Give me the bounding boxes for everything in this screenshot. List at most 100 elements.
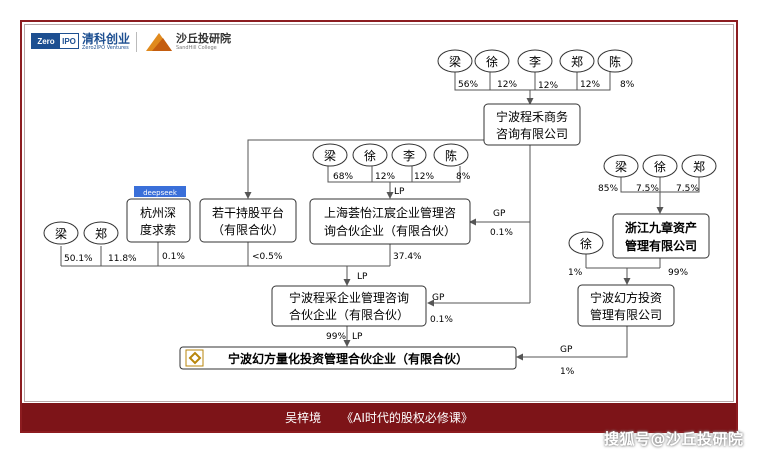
svg-text:宁波幻方量化投资管理合伙企业（有限合伙）: 宁波幻方量化投资管理合伙企业（有限合伙） — [228, 351, 468, 366]
box-hangzhou: 杭州深 度求索 — [126, 198, 191, 243]
person-li-mid: 李 — [391, 143, 427, 167]
svg-text:合伙企业（有限合伙）: 合伙企业（有限合伙） — [289, 307, 409, 322]
footer-bar: 吴梓境 《AI时代的股权必修课》 — [22, 403, 736, 431]
person-zheng-right: 郑 — [681, 154, 717, 178]
pct-li-mid: 12% — [414, 172, 434, 182]
people-top-group: 梁 徐 李 郑 陈 56% 12% 12% 12% 8% — [437, 49, 635, 91]
svg-text:宁波程采企业管理咨询: 宁波程采企业管理咨询 — [289, 290, 409, 305]
svg-text:度求索: 度求索 — [140, 222, 176, 237]
svg-text:deepseek: deepseek — [143, 189, 178, 197]
people-mid-group: 梁 徐 李 陈 68% 12% 12% 8% — [312, 143, 471, 182]
pct-liang-top: 56% — [458, 80, 478, 90]
deepseek-badge: deepseek — [134, 186, 186, 197]
svg-text:询合伙企业（有限合伙）: 询合伙企业（有限合伙） — [324, 223, 456, 238]
label-hangzhou-pct: 0.1% — [162, 252, 185, 262]
svg-text:梁: 梁 — [615, 159, 627, 174]
label-ruogan-pct: <0.5% — [252, 252, 283, 262]
box-ruogan: 若干持股平台 （有限合伙） — [199, 198, 297, 243]
svg-text:（有限合伙）: （有限合伙） — [212, 222, 284, 237]
shaqiu-subtitle: SandHill College — [176, 45, 217, 51]
person-li-top: 李 — [517, 49, 553, 73]
box-huanfang-fund: 宁波幻方量化投资管理合伙企业（有限合伙） — [179, 346, 517, 370]
svg-text:徐: 徐 — [364, 148, 376, 163]
label-gp-shanghai: GP — [493, 209, 506, 219]
watermark: 搜狐号@沙丘投研院 — [604, 430, 744, 448]
svg-text:郑: 郑 — [693, 159, 705, 174]
person-liang-right: 梁 — [603, 154, 639, 178]
pct-xu-bottom: 1% — [568, 268, 583, 278]
zero2ipo-logo: Zero IPO — [31, 33, 79, 49]
shaqiu-title: 沙丘投研院 — [176, 32, 231, 45]
svg-text:管理有限公司: 管理有限公司 — [625, 238, 697, 253]
person-chen-top: 陈 — [597, 49, 633, 73]
box-chenghe: 宁波程禾商务 咨询有限公司 — [483, 103, 581, 146]
svg-text:浙江九章资产: 浙江九章资产 — [625, 220, 697, 235]
box-shanghai: 上海荟怡江宸企业管理咨 询合伙企业（有限合伙） — [309, 198, 471, 245]
label-lp-fund: LP — [352, 332, 363, 342]
pct-liang-left: 50.1% — [64, 254, 93, 264]
svg-text:梁: 梁 — [324, 148, 336, 163]
svg-text:若干持股平台: 若干持股平台 — [212, 205, 284, 220]
label-shanghai-pct: 37.4% — [393, 252, 422, 262]
svg-text:杭州深: 杭州深 — [140, 205, 176, 220]
logo-divider — [136, 32, 137, 52]
label-lp-mid: LP — [394, 187, 405, 197]
inner-frame — [24, 24, 734, 402]
svg-text:梁: 梁 — [55, 226, 67, 241]
svg-text:宁波幻方投资: 宁波幻方投资 — [590, 290, 662, 305]
person-chen-mid: 陈 — [433, 143, 469, 167]
label-huanfang-mgmt-pct: 99% — [668, 268, 688, 278]
pct-liang-right: 85% — [598, 184, 618, 194]
pct-zheng-top: 12% — [580, 80, 600, 90]
svg-text:李: 李 — [529, 54, 541, 69]
footer-book: 《AI时代的股权必修课》 — [341, 410, 473, 425]
svg-text:管理有限公司: 管理有限公司 — [590, 307, 662, 322]
person-xu-bottom: 徐 1% — [568, 231, 604, 278]
svg-text:上海荟怡江宸企业管理咨: 上海荟怡江宸企业管理咨 — [324, 205, 456, 220]
person-liang-mid: 梁 — [312, 143, 348, 167]
svg-text:徐: 徐 — [654, 159, 666, 174]
sandhill-logo-icon — [146, 33, 172, 51]
footer-author: 吴梓境 — [285, 410, 322, 425]
pct-chen-mid: 8% — [456, 172, 471, 182]
qingke-title: 清科创业 — [82, 32, 131, 46]
edge-labels: LP GP 0.1% 0.1% <0.5% 37.4% LP GP 0.1% 9… — [162, 187, 688, 377]
person-liang-left: 梁 — [43, 221, 79, 245]
people-right-group: 梁 徐 郑 85% 7.5% 7.5% — [598, 154, 717, 194]
label-gp-chengcai-pct: 0.1% — [430, 315, 453, 325]
label-gp-fund-pct: 1% — [560, 367, 575, 377]
person-xu-right: 徐 — [642, 154, 678, 178]
people-left-group: 梁 郑 50.1% 11.8% — [43, 221, 137, 264]
svg-text:郑: 郑 — [95, 226, 107, 241]
svg-text:宁波程禾商务: 宁波程禾商务 — [496, 109, 568, 124]
svg-text:咨询有限公司: 咨询有限公司 — [496, 126, 568, 141]
pct-chen-top: 8% — [620, 80, 635, 90]
person-zheng-top: 郑 — [559, 49, 595, 73]
box-huanfang-mgmt: 宁波幻方投资 管理有限公司 — [577, 284, 675, 327]
label-lp-chengcai: LP — [357, 272, 368, 282]
svg-text:徐: 徐 — [486, 54, 498, 69]
pct-zheng-left: 11.8% — [108, 254, 137, 264]
label-gp-shanghai-pct: 0.1% — [490, 228, 513, 238]
pct-xu-right: 7.5% — [636, 184, 659, 194]
pct-xu-mid: 12% — [375, 172, 395, 182]
svg-text:郑: 郑 — [571, 54, 583, 69]
svg-text:陈: 陈 — [445, 148, 457, 163]
person-xu-top: 徐 — [474, 49, 510, 73]
svg-text:李: 李 — [403, 148, 415, 163]
pct-zheng-right: 7.5% — [676, 184, 699, 194]
label-gp-chengcai: GP — [432, 293, 445, 303]
label-lp-fund-pct: 99% — [326, 332, 346, 342]
pct-xu-top: 12% — [497, 80, 517, 90]
box-chengcai: 宁波程采企业管理咨询 合伙企业（有限合伙） — [271, 285, 427, 327]
person-zheng-left: 郑 — [83, 221, 119, 245]
person-liang-top: 梁 — [437, 49, 473, 73]
label-gp-fund: GP — [560, 345, 573, 355]
person-xu-mid: 徐 — [352, 143, 388, 167]
svg-text:徐: 徐 — [580, 236, 592, 251]
connector-lines — [60, 72, 700, 361]
pct-liang-mid: 68% — [333, 172, 353, 182]
huanfang-logo-icon — [185, 349, 204, 367]
pct-li-top: 12% — [538, 81, 558, 91]
